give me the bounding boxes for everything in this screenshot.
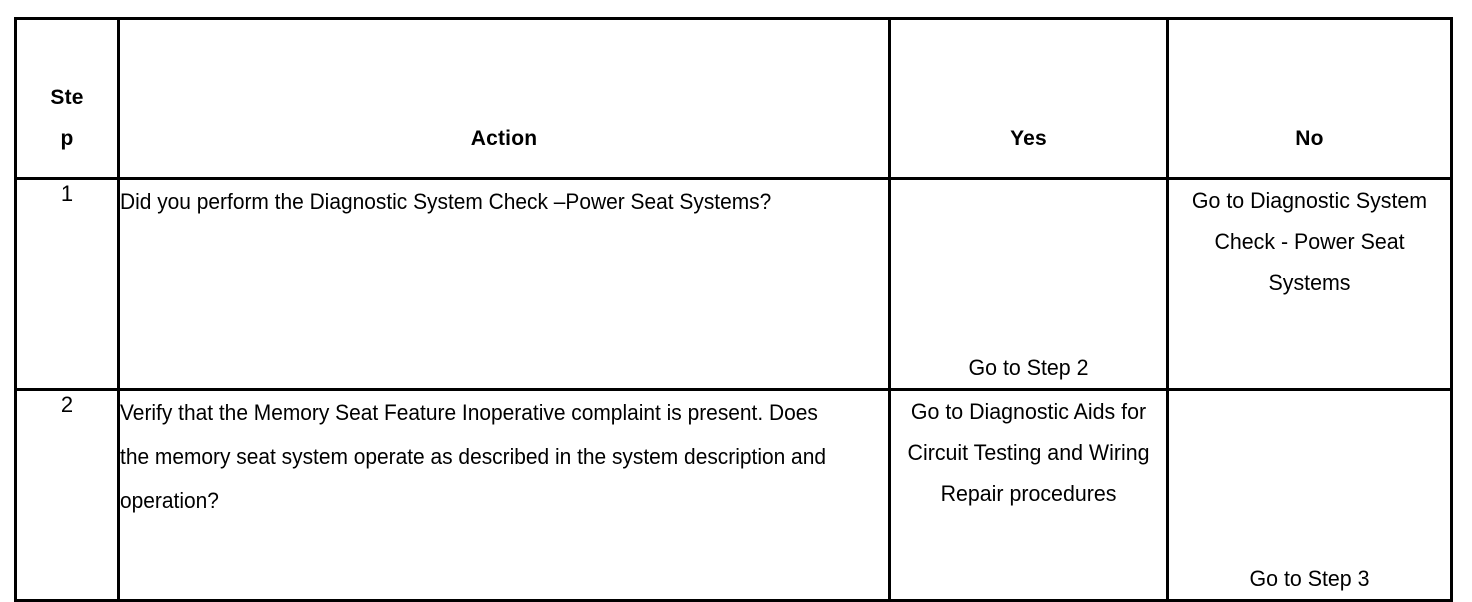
column-header-step-label: Step: [50, 86, 84, 150]
column-header-yes-label: Yes: [1010, 127, 1047, 150]
table-row: 2 Verify that the Memory Seat Feature In…: [14, 388, 1453, 602]
cell-yes: Go to Diagnostic Aids for Circuit Testin…: [888, 388, 1169, 602]
table-header-row: Step Action Yes No: [14, 17, 1453, 180]
column-header-action: Action: [117, 17, 891, 180]
cell-step-number: 1: [14, 177, 120, 391]
cell-step-number: 2: [14, 388, 120, 602]
cell-action: Verify that the Memory Seat Feature Inop…: [117, 388, 891, 602]
column-header-action-label: Action: [470, 127, 538, 150]
diagnostic-step-table: Step Action Yes No 1 Did you perfor: [14, 17, 1453, 602]
no-text: Go to Step 3: [1249, 566, 1370, 591]
cell-yes: Go to Step 2: [888, 177, 1169, 391]
column-header-step: Step: [14, 17, 120, 180]
no-text: Go to Diagnostic System Check - Power Se…: [1191, 188, 1428, 295]
step-number: 2: [60, 392, 74, 417]
column-header-yes: Yes: [888, 17, 1169, 180]
cell-action: Did you perform the Diagnostic System Ch…: [117, 177, 891, 391]
cell-no: Go to Step 3: [1166, 388, 1453, 602]
action-text: Did you perform the Diagnostic System Ch…: [120, 189, 772, 214]
step-number: 1: [60, 181, 74, 206]
yes-text: Go to Diagnostic Aids for Circuit Testin…: [907, 399, 1150, 506]
column-header-no-label: No: [1295, 127, 1324, 150]
column-header-no: No: [1166, 17, 1453, 180]
table-row: 1 Did you perform the Diagnostic System …: [14, 177, 1453, 391]
action-text: Verify that the Memory Seat Feature Inop…: [120, 400, 826, 513]
cell-no: Go to Diagnostic System Check - Power Se…: [1166, 177, 1453, 391]
yes-text: Go to Step 2: [968, 355, 1089, 380]
